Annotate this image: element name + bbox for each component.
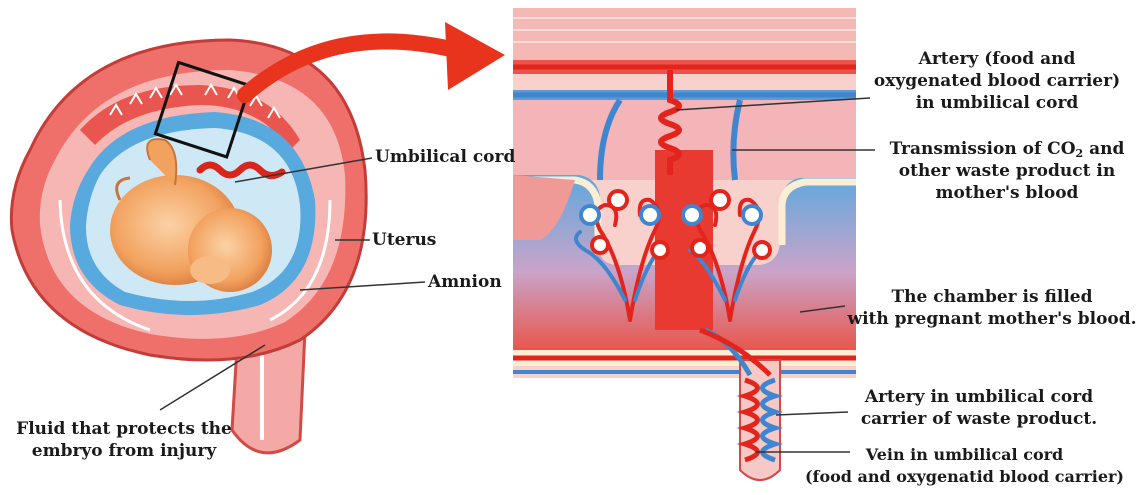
label-transmission-line3: mother's blood (876, 182, 1138, 204)
label-artery-food-line1: Artery (food and (862, 48, 1132, 70)
label-transmission-line2: other waste product in (876, 160, 1138, 182)
label-uterus: Uterus (372, 229, 436, 251)
label-artery-waste: Artery in umbilical cord carrier of wast… (848, 386, 1110, 430)
uterus-illustration (11, 40, 366, 453)
label-chamber-line2: with pregnant mother's blood. (846, 308, 1138, 330)
label-chamber-line1: The chamber is filled (846, 286, 1138, 308)
label-transmission-line1: Transmission of CO2 and (876, 138, 1138, 160)
placenta-detail (513, 8, 856, 488)
label-artery-food-line3: in umbilical cord (862, 92, 1132, 114)
label-amnion: Amnion (428, 271, 502, 293)
label-transmission: Transmission of CO2 and other waste prod… (876, 138, 1138, 204)
label-vein: Vein in umbilical cord (food and oxygena… (790, 444, 1139, 488)
label-chamber: The chamber is filled with pregnant moth… (846, 286, 1138, 330)
label-vein-line1: Vein in umbilical cord (790, 444, 1139, 466)
label-fluid-line1: Fluid that protects the (6, 418, 242, 440)
label-umbilical-cord: Umbilical cord (375, 146, 515, 168)
label-artery-food-line2: oxygenated blood carrier) (862, 70, 1132, 92)
label-vein-line2: (food and oxygenatid blood carrier) (790, 466, 1139, 488)
label-fluid: Fluid that protects the embryo from inju… (6, 418, 242, 462)
label-artery-waste-line1: Artery in umbilical cord (848, 386, 1110, 408)
label-artery-food: Artery (food and oxygenated blood carrie… (862, 48, 1132, 114)
label-fluid-line2: embryo from injury (6, 440, 242, 462)
label-artery-waste-line2: carrier of waste product. (848, 408, 1110, 430)
